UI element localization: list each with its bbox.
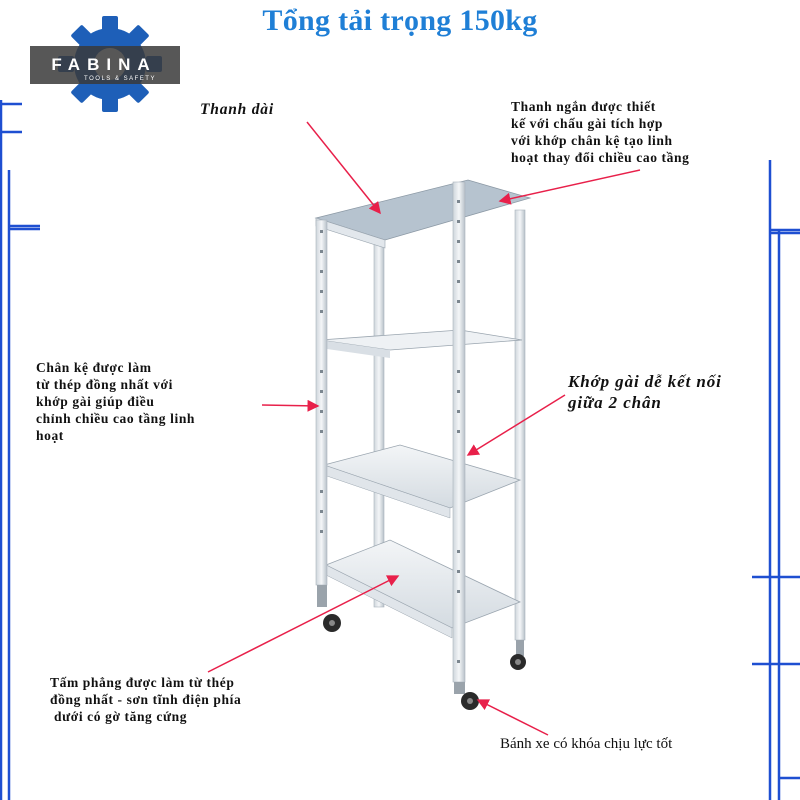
annotation-short-bar: Thanh ngắn được thiết kế với chấu gài tí… xyxy=(511,99,690,165)
page-title: Tổng tải trọng 150kg xyxy=(262,4,538,37)
shelf-illustration xyxy=(314,179,532,710)
wheel-icon xyxy=(317,585,341,632)
annotation-joint: Khớp gài dễ kết nối giữa 2 chân xyxy=(568,372,722,412)
fabina-logo: FABINA TOOLS & SAFETY xyxy=(30,16,180,112)
annotation-wheel: Bánh xe có khóa chịu lực tốt xyxy=(500,736,673,752)
annotation-plate: Tấm phẳng được làm từ thép đồng nhất - s… xyxy=(50,675,242,724)
brand-name: FABINA xyxy=(51,55,156,74)
brand-tagline: TOOLS & SAFETY xyxy=(84,76,156,82)
annotation-leg: Chân kệ được làm từ thép đồng nhất với k… xyxy=(36,360,196,443)
annotation-long-bar: Thanh dài xyxy=(200,101,274,118)
